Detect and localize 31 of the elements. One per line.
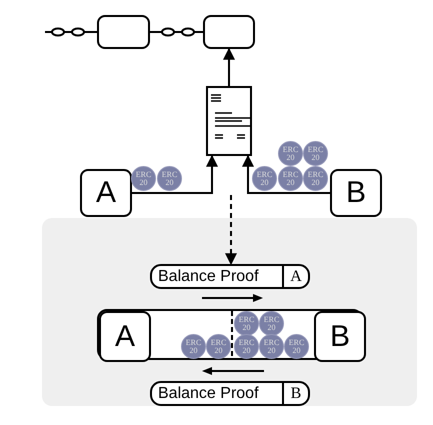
token-coin: ERC 20 <box>131 166 156 191</box>
party-box: A <box>80 169 132 217</box>
document-icon <box>206 86 252 156</box>
arrow <box>242 154 330 194</box>
channel-tube <box>97 309 363 360</box>
party-box: A <box>99 311 151 362</box>
balance-proof-box: Balance Proof A <box>150 264 310 289</box>
token-coin: ERC 20 <box>278 166 303 191</box>
party-box: B <box>314 311 366 362</box>
token-coin: ERC 20 <box>278 141 303 166</box>
arrow <box>225 195 237 266</box>
token-coin: ERC 20 <box>206 334 231 359</box>
block-box <box>203 15 255 49</box>
token-coin: ERC 20 <box>234 334 259 359</box>
channel-panel <box>42 218 417 406</box>
connector-line <box>45 31 97 33</box>
token-coin: ERC 20 <box>259 334 284 359</box>
token-coin: ERC 20 <box>303 141 328 166</box>
token-coin: ERC 20 <box>252 166 277 191</box>
token-coin: ERC 20 <box>284 334 309 359</box>
balance-proof-box: Balance Proof B <box>150 381 310 406</box>
token-coin: ERC 20 <box>259 311 284 336</box>
token-coin: ERC 20 <box>303 166 328 191</box>
token-coin: ERC 20 <box>157 166 182 191</box>
arrow <box>132 154 218 194</box>
connector-line <box>150 31 203 33</box>
token-coin: ERC 20 <box>181 334 206 359</box>
block-box <box>97 15 150 49</box>
arrow <box>223 48 235 86</box>
token-coin: ERC 20 <box>234 311 259 336</box>
party-box: B <box>330 169 382 217</box>
